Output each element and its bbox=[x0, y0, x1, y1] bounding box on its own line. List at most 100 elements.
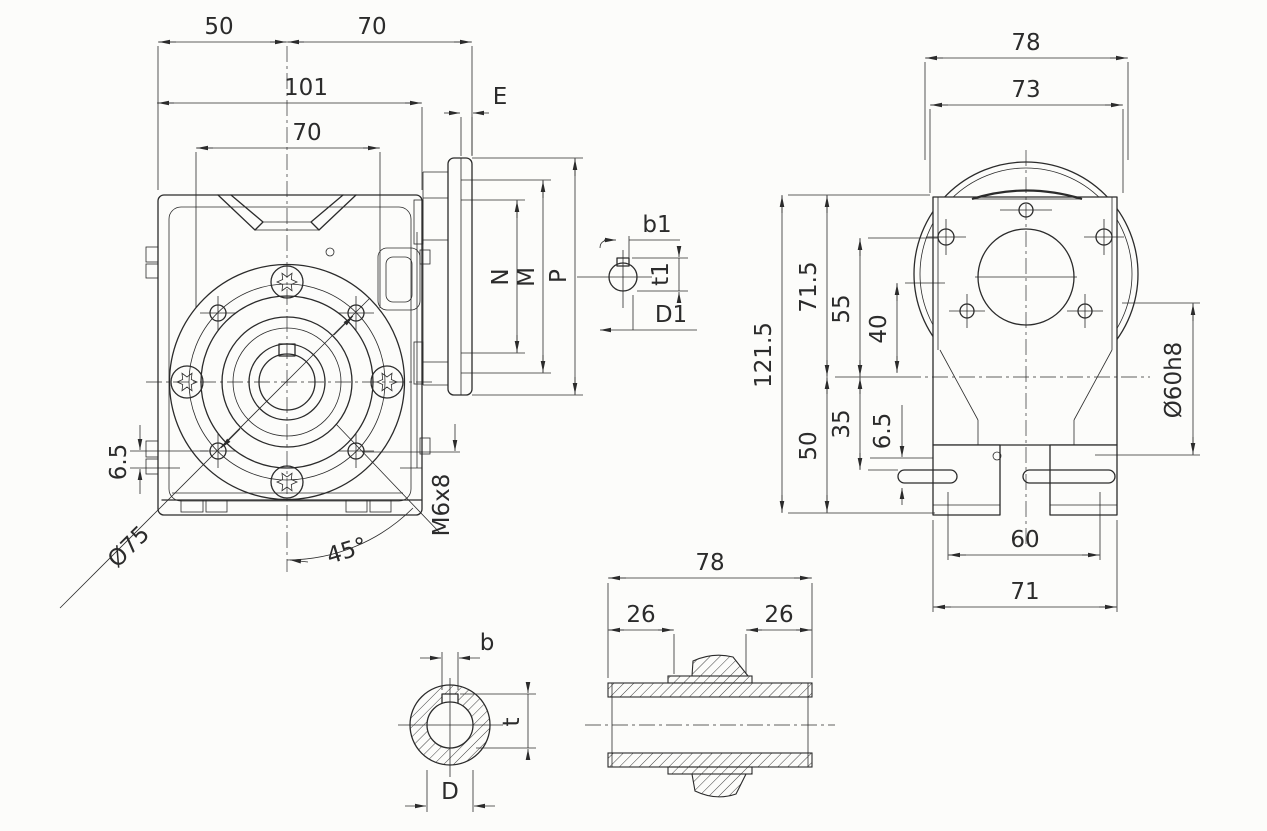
dim-121-5: 121.5 bbox=[751, 322, 777, 388]
dimension-arrowhead bbox=[800, 627, 811, 633]
dim-t1: t1 bbox=[648, 262, 674, 286]
rear-view: 78 73 121.5 71.5 50 55 35 bbox=[751, 30, 1200, 612]
dimension-arrowhead bbox=[779, 196, 785, 207]
dim-70-top: 70 bbox=[357, 14, 386, 40]
dimension-arrowhead bbox=[459, 655, 470, 661]
dimension-arrowhead bbox=[857, 458, 863, 469]
dimension-arrowhead bbox=[800, 575, 811, 581]
dimension-arrowhead bbox=[609, 575, 620, 581]
dimension-arrowhead bbox=[137, 439, 143, 450]
dimension-arrowhead bbox=[1190, 304, 1196, 315]
dim-50-rear: 50 bbox=[796, 431, 822, 460]
input-shaft-detail: b1 t1 D1 bbox=[577, 212, 697, 333]
dimension-arrowhead bbox=[410, 100, 421, 106]
dim-dia60h8: Ø60h8 bbox=[1161, 342, 1187, 419]
dimension-arrowhead bbox=[949, 552, 960, 558]
dimension-arrowhead bbox=[934, 604, 945, 610]
dim-60: 60 bbox=[1010, 527, 1039, 553]
dimension-arrowhead bbox=[1116, 55, 1127, 61]
dimension-arrowhead bbox=[824, 501, 830, 512]
dimension-arrowhead bbox=[158, 100, 169, 106]
dimension-arrowhead bbox=[525, 682, 531, 693]
dim-73: 73 bbox=[1011, 77, 1040, 103]
dimension-arrowhead bbox=[609, 627, 620, 633]
dimension-arrowhead bbox=[1105, 604, 1116, 610]
dim-D1: D1 bbox=[655, 302, 687, 328]
side-view: E N M P bbox=[413, 84, 583, 396]
dimension-arrowhead bbox=[449, 110, 460, 116]
dim-E: E bbox=[493, 84, 508, 110]
dim-26-left: 26 bbox=[626, 602, 655, 628]
dimension-arrowhead bbox=[894, 361, 900, 372]
dim-35: 35 bbox=[829, 409, 855, 438]
dimension-arrowhead bbox=[343, 316, 353, 326]
dimension-arrowhead bbox=[460, 39, 471, 45]
dim-dia75: Ø75 bbox=[103, 521, 155, 573]
dimension-arrowhead bbox=[452, 440, 458, 451]
dimension-arrowhead bbox=[931, 102, 942, 108]
hollow-shaft-bore-detail: b t D bbox=[398, 630, 536, 812]
dimension-arrowhead bbox=[197, 145, 208, 151]
dim-70: 70 bbox=[292, 120, 321, 146]
dimension-arrowhead bbox=[159, 39, 170, 45]
dimension-arrowhead bbox=[514, 201, 520, 212]
dimension-arrowhead bbox=[747, 627, 758, 633]
dim-26-right: 26 bbox=[764, 602, 793, 628]
dimension-arrowhead bbox=[676, 246, 682, 257]
dimension-arrowhead bbox=[288, 39, 299, 45]
dimension-arrowhead bbox=[894, 284, 900, 295]
dim-55: 55 bbox=[829, 294, 855, 323]
dimension-arrowhead bbox=[525, 749, 531, 760]
dimension-arrowhead bbox=[275, 39, 286, 45]
dim-50: 50 bbox=[204, 14, 233, 40]
dim-45deg: 45° bbox=[324, 533, 371, 570]
dim-78-rear: 78 bbox=[1011, 30, 1040, 56]
dimension-arrowhead bbox=[572, 383, 578, 394]
dimension-arrowhead bbox=[824, 196, 830, 207]
dimension-arrowhead bbox=[824, 365, 830, 376]
dimension-arrowhead bbox=[540, 181, 546, 192]
flange-hole bbox=[200, 296, 374, 468]
dimension-arrowhead bbox=[1190, 443, 1196, 454]
dim-P: P bbox=[546, 269, 572, 283]
dimension-arrowhead bbox=[540, 361, 546, 372]
dim-6-5-rear: 6.5 bbox=[870, 413, 896, 450]
dimension-arrowhead bbox=[514, 341, 520, 352]
dimension-arrowhead bbox=[676, 292, 682, 303]
dimension-arrowhead bbox=[137, 469, 143, 480]
dimension-arrowhead bbox=[605, 237, 616, 243]
front-view: 50 70 101 70 6.5 Ø75 45° M6x8 bbox=[59, 14, 473, 609]
dim-t: t bbox=[499, 717, 525, 726]
hollow-shaft-section: 78 26 26 bbox=[585, 550, 835, 798]
dimension-arrowhead bbox=[474, 803, 485, 809]
dimension-arrowhead bbox=[779, 501, 785, 512]
dimension-arrowhead bbox=[1111, 102, 1122, 108]
dimension-arrowhead bbox=[1088, 552, 1099, 558]
dim-101: 101 bbox=[284, 75, 328, 101]
dim-m6x8: M6x8 bbox=[429, 474, 455, 537]
dim-b1: b1 bbox=[642, 212, 671, 238]
dimension-arrowhead bbox=[824, 378, 830, 389]
dimension-arrowhead bbox=[899, 446, 905, 457]
dimension-arrowhead bbox=[857, 378, 863, 389]
dimension-arrowhead bbox=[926, 55, 937, 61]
dimension-arrowhead bbox=[415, 803, 426, 809]
dimension-arrowhead bbox=[572, 159, 578, 170]
dimension-arrowhead bbox=[600, 327, 611, 333]
dimension-arrowhead bbox=[857, 239, 863, 250]
dim-40: 40 bbox=[866, 314, 892, 343]
dim-D: D bbox=[441, 779, 459, 805]
dimension-arrowhead bbox=[368, 145, 379, 151]
dim-M: M bbox=[514, 267, 540, 287]
dimension-arrowhead bbox=[221, 438, 231, 448]
dim-6-5: 6.5 bbox=[106, 444, 132, 481]
dimension-arrowhead bbox=[857, 365, 863, 376]
dimension-arrowhead bbox=[473, 110, 484, 116]
dim-71-5: 71.5 bbox=[796, 261, 822, 312]
dimension-arrowhead bbox=[430, 655, 441, 661]
dim-71: 71 bbox=[1010, 579, 1039, 605]
dim-78-shaft: 78 bbox=[695, 550, 724, 576]
dimension-arrowhead bbox=[662, 627, 673, 633]
